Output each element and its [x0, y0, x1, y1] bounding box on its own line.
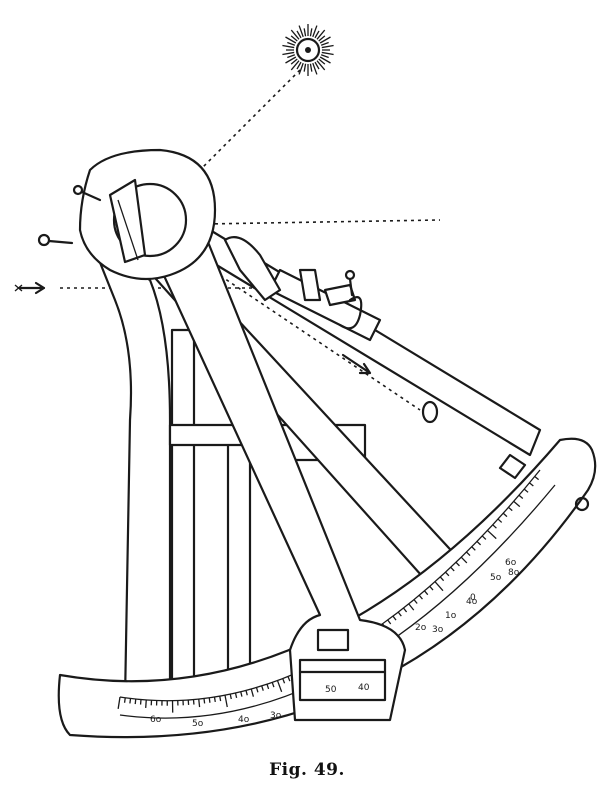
- sextant-scale-label: 6o: [505, 558, 517, 568]
- arc-tick: [204, 698, 205, 703]
- arc-scale-label: 6o: [150, 715, 162, 725]
- arrow-icon: [343, 355, 370, 373]
- sun-ray: [282, 52, 294, 54]
- arc-scale-label: 4o: [238, 715, 250, 725]
- figure-caption: Fig. 49.: [0, 760, 614, 780]
- frame-left-leg: [95, 250, 170, 705]
- sextant-scale-label: 8o: [508, 568, 520, 578]
- sextant-scale-label: 4o: [466, 597, 478, 607]
- arrow-icon: [20, 283, 44, 293]
- sun-ray: [304, 64, 305, 72]
- vernier-label: 40: [358, 683, 370, 693]
- sun-ray: [287, 42, 295, 45]
- arc-tick: [220, 696, 221, 701]
- arc-scale-label: 2o: [415, 623, 427, 633]
- arc-tick: [199, 699, 200, 707]
- index-head: [80, 150, 215, 279]
- sun-ray: [282, 45, 294, 47]
- arc-tick: [130, 698, 131, 703]
- sextant-scale-label: 5o: [490, 573, 502, 583]
- sun-icon: [282, 24, 333, 76]
- arc-scale-label: 5o: [192, 719, 204, 729]
- sun-ray: [321, 55, 329, 58]
- arc-tick: [215, 697, 216, 702]
- sextant-scale-label: 3o: [432, 625, 444, 635]
- sun-ray: [310, 64, 311, 72]
- sun-ray: [321, 42, 329, 45]
- sun-ray: [287, 55, 295, 58]
- sun-ray: [304, 28, 305, 36]
- vernier-label: 50: [325, 685, 337, 695]
- sun-ray: [310, 28, 311, 36]
- arc-scale-label: 1o: [445, 611, 457, 621]
- sun-ray: [322, 52, 334, 54]
- sun-ray: [322, 45, 334, 47]
- arc-tick: [125, 698, 126, 703]
- arc-tick: [135, 699, 136, 704]
- arc-scale-label: 3o: [270, 711, 282, 721]
- arc-tick: [146, 700, 147, 708]
- arc-tick: [209, 698, 210, 703]
